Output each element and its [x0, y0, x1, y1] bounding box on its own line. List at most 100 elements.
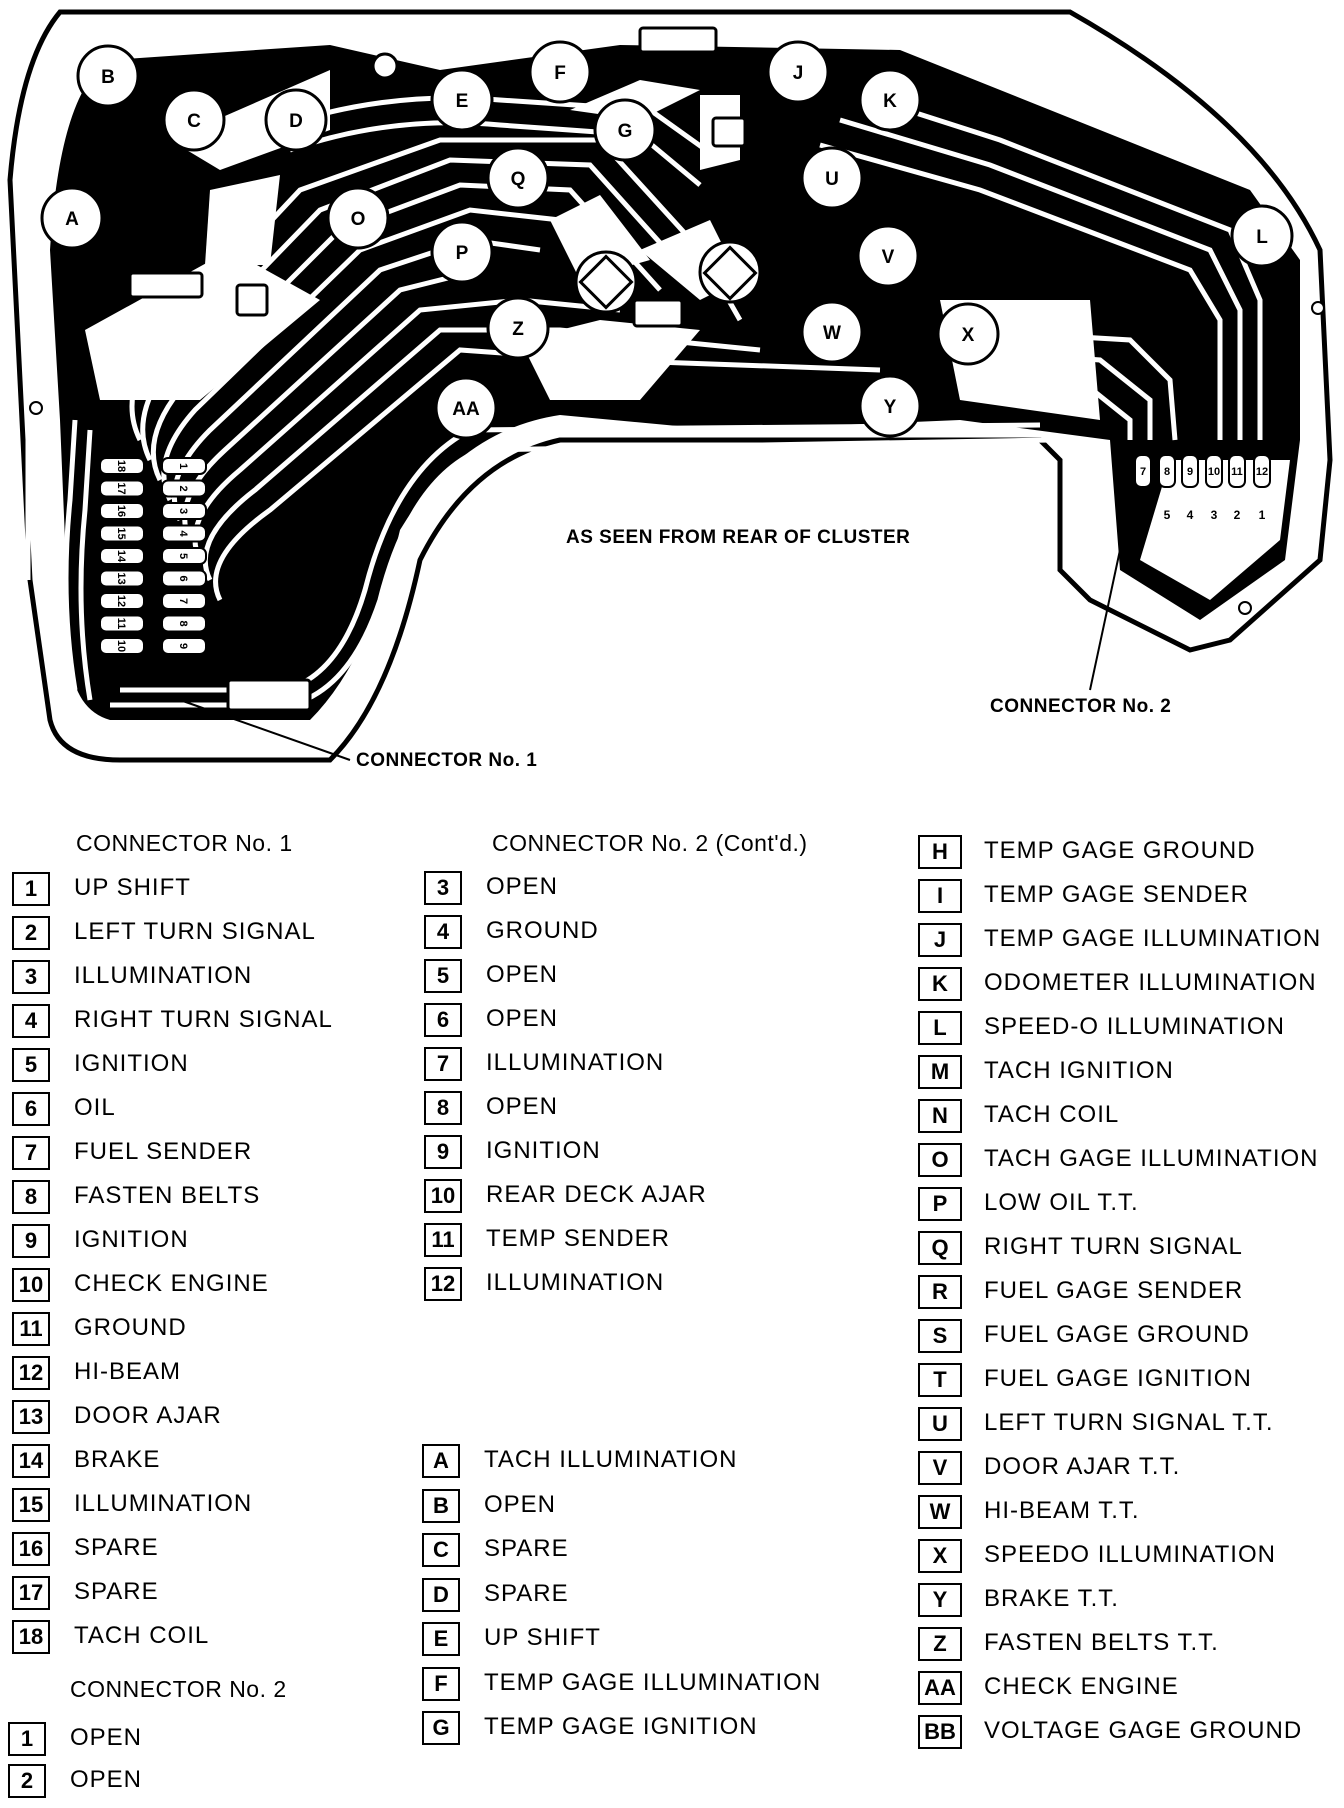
legend-code-box: 12	[424, 1267, 462, 1301]
svg-text:G: G	[618, 121, 633, 142]
socket-p: P	[430, 220, 494, 284]
svg-text:F: F	[554, 63, 566, 84]
legend-code-box: 2	[12, 916, 50, 950]
svg-text:10: 10	[1208, 466, 1220, 478]
socket-o: O	[326, 186, 390, 250]
svg-text:12: 12	[115, 595, 127, 607]
legend-heading-connector-2: CONNECTOR No. 2	[70, 1676, 287, 1702]
svg-text:2: 2	[177, 485, 189, 491]
bulb-sockets: ABCDEFGJKLOPQRTUVWXYZAAHMNISBB	[40, 30, 1294, 707]
legend-description: TEMP GAGE IGNITION	[484, 1713, 758, 1740]
legend-description: OPEN	[486, 1005, 559, 1032]
socket-y: Y	[858, 374, 922, 438]
connector-2-pin-8: 8	[1158, 454, 1176, 488]
connector-1-pin-9: 9	[161, 637, 207, 655]
svg-text:10: 10	[115, 640, 127, 652]
legend-description: OPEN	[70, 1724, 143, 1751]
legend-description: ILLUMINATION	[74, 962, 253, 989]
svg-text:3: 3	[177, 508, 189, 514]
svg-text:15: 15	[115, 527, 127, 539]
legend-code-box: K	[918, 967, 962, 1001]
legend-code-box: 8	[424, 1091, 462, 1125]
socket-e: E	[430, 68, 494, 132]
legend-code-box: D	[422, 1577, 460, 1612]
legend-code-box: 14	[12, 1444, 50, 1478]
connector-1-pin-18: 18	[99, 457, 145, 475]
socket-c: C	[162, 88, 226, 152]
legend-description: IGNITION	[486, 1137, 601, 1164]
legend-code-box: X	[918, 1539, 962, 1573]
legend-code-box: 11	[12, 1312, 50, 1346]
svg-text:14: 14	[115, 550, 127, 563]
svg-text:C: C	[187, 111, 201, 132]
svg-text:Z: Z	[512, 319, 524, 340]
connector-1-pin-17: 17	[99, 479, 145, 498]
svg-text:W: W	[823, 323, 841, 344]
legend-description: TACH COIL	[74, 1622, 210, 1649]
svg-text:O: O	[351, 209, 366, 230]
svg-text:P: P	[456, 243, 469, 264]
legend-description: IGNITION	[74, 1226, 189, 1253]
legend-code-box: G	[422, 1711, 460, 1745]
legend-description: LEFT TURN SIGNAL T.T.	[984, 1409, 1274, 1436]
legend-code-box: 13	[12, 1400, 50, 1434]
legend-description: RIGHT TURN SIGNAL	[984, 1233, 1243, 1260]
connector-2-pin-label-6: 6	[1140, 508, 1147, 522]
legend-description: TEMP GAGE ILLUMINATION	[984, 925, 1322, 952]
svg-text:Y: Y	[884, 397, 897, 418]
svg-text:X: X	[962, 325, 975, 346]
legend-code-box: 5	[424, 959, 462, 993]
legend-code-box: R	[918, 1275, 962, 1309]
svg-text:L: L	[1256, 227, 1268, 248]
legend-description: RIGHT TURN SIGNAL	[74, 1006, 333, 1033]
svg-text:D: D	[289, 111, 303, 132]
socket-u: U	[800, 146, 864, 210]
legend-code-box: A	[422, 1444, 460, 1478]
legend-code-box: P	[918, 1187, 962, 1221]
connector-1-pin-8: 8	[161, 614, 207, 633]
svg-text:U: U	[825, 169, 839, 190]
socket-z: Z	[486, 296, 550, 360]
svg-text:E: E	[456, 91, 469, 112]
legend-code-box: 6	[424, 1003, 462, 1037]
legend-description: CHECK ENGINE	[984, 1673, 1179, 1700]
svg-text:6: 6	[177, 575, 189, 581]
connector-2-pin-7: 7	[1134, 454, 1152, 488]
svg-text:8: 8	[1164, 466, 1170, 478]
legend-code-box: O	[918, 1143, 962, 1177]
connector-1-pin-13: 13	[99, 569, 145, 588]
legend-description: ODOMETER ILLUMINATION	[984, 969, 1317, 996]
legend-code-box: 9	[424, 1135, 462, 1169]
connector-1-pin-12: 12	[99, 592, 145, 610]
legend-code-box: 1	[12, 872, 50, 906]
legend-description: CHECK ENGINE	[74, 1270, 269, 1297]
legend-code-box: 2	[8, 1764, 46, 1798]
legend-code-box: Q	[918, 1231, 962, 1265]
legend-code-box: 16	[12, 1532, 50, 1566]
legend-code-box: T	[918, 1363, 962, 1397]
svg-text:7: 7	[177, 598, 189, 604]
legend-description: OPEN	[486, 961, 559, 988]
connector-2-pin-label-2: 2	[1234, 508, 1241, 522]
svg-text:18: 18	[115, 460, 127, 472]
legend-code-box: 12	[12, 1356, 50, 1390]
connector-2-pin-label-1: 1	[1259, 508, 1266, 522]
legend-description: SPARE	[484, 1579, 569, 1607]
connector-1-pin-5: 5	[161, 547, 207, 565]
svg-text:4: 4	[177, 530, 189, 537]
legend-code-box: 10	[12, 1268, 50, 1302]
printed-circuit-diagram: ABCDEFGJKLOPQRTUVWXYZAAHMNISBB 181716151…	[7, 9, 1333, 763]
connector-2-pin-label-4: 4	[1187, 508, 1194, 522]
legend-description: TEMP GAGE ILLUMINATION	[484, 1668, 822, 1696]
legend-code-box: 8	[12, 1180, 50, 1214]
legend-description: SPARE	[74, 1534, 159, 1561]
svg-text:12: 12	[1256, 466, 1268, 478]
legend-description: FASTEN BELTS T.T.	[984, 1629, 1219, 1656]
legend-code-box: AA	[918, 1671, 962, 1705]
connector-2-callout: CONNECTOR No. 2	[990, 696, 1172, 717]
legend-description: ILLUMINATION	[486, 1269, 665, 1296]
connector-1-pin-1: 1	[161, 457, 207, 475]
legend-description: VOLTAGE GAGE GROUND	[984, 1717, 1303, 1744]
legend-description: TACH COIL	[984, 1101, 1120, 1128]
